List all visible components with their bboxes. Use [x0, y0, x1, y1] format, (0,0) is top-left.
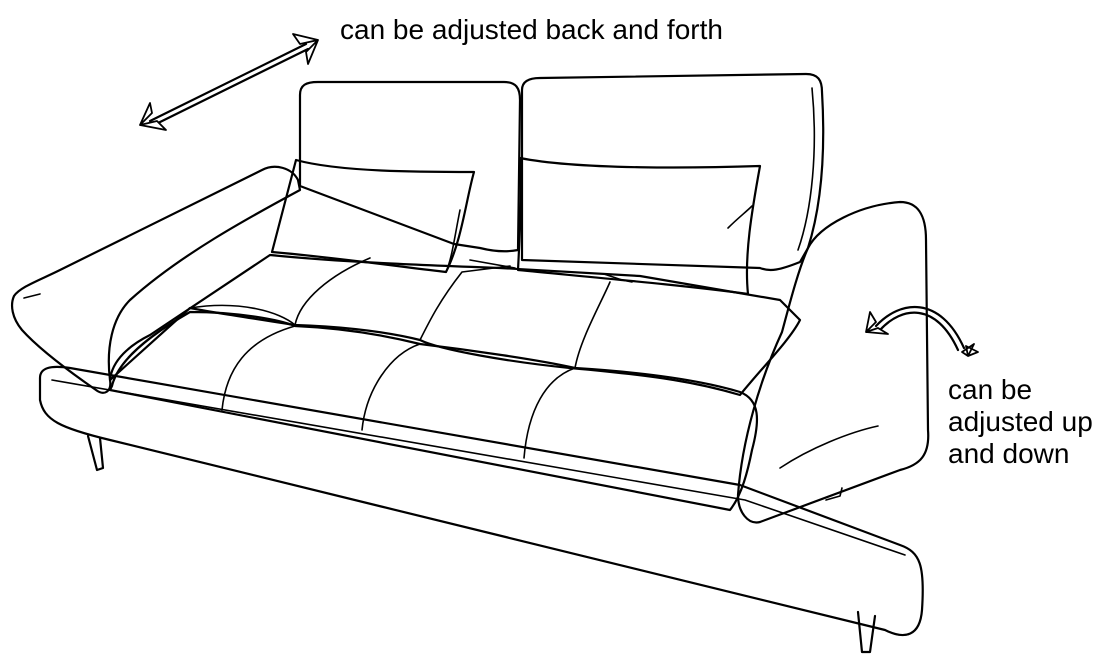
left-armrest — [12, 167, 300, 393]
curved-double-arrow-icon — [866, 307, 978, 356]
pillow-left — [272, 160, 474, 272]
armrest-adjust-label-line-3: and down — [948, 438, 1093, 470]
armrest-adjust-label: can be adjusted up and down — [948, 374, 1093, 470]
backrest-right — [522, 74, 823, 270]
seat-cushion-front — [110, 312, 757, 510]
double-arrow-diagonal-icon — [140, 34, 318, 130]
sofa-leg-right — [858, 612, 875, 652]
sofa-leg-left — [88, 436, 103, 470]
backrest-adjust-label: can be adjusted back and forth — [340, 14, 723, 46]
right-armrest — [738, 202, 928, 522]
armrest-adjust-label-line-1: can be — [948, 374, 1093, 406]
sofa-base — [40, 367, 923, 635]
armrest-adjust-label-line-2: adjusted up — [948, 406, 1093, 438]
seat-cushion-back — [110, 255, 800, 395]
pillow-right — [518, 158, 760, 294]
